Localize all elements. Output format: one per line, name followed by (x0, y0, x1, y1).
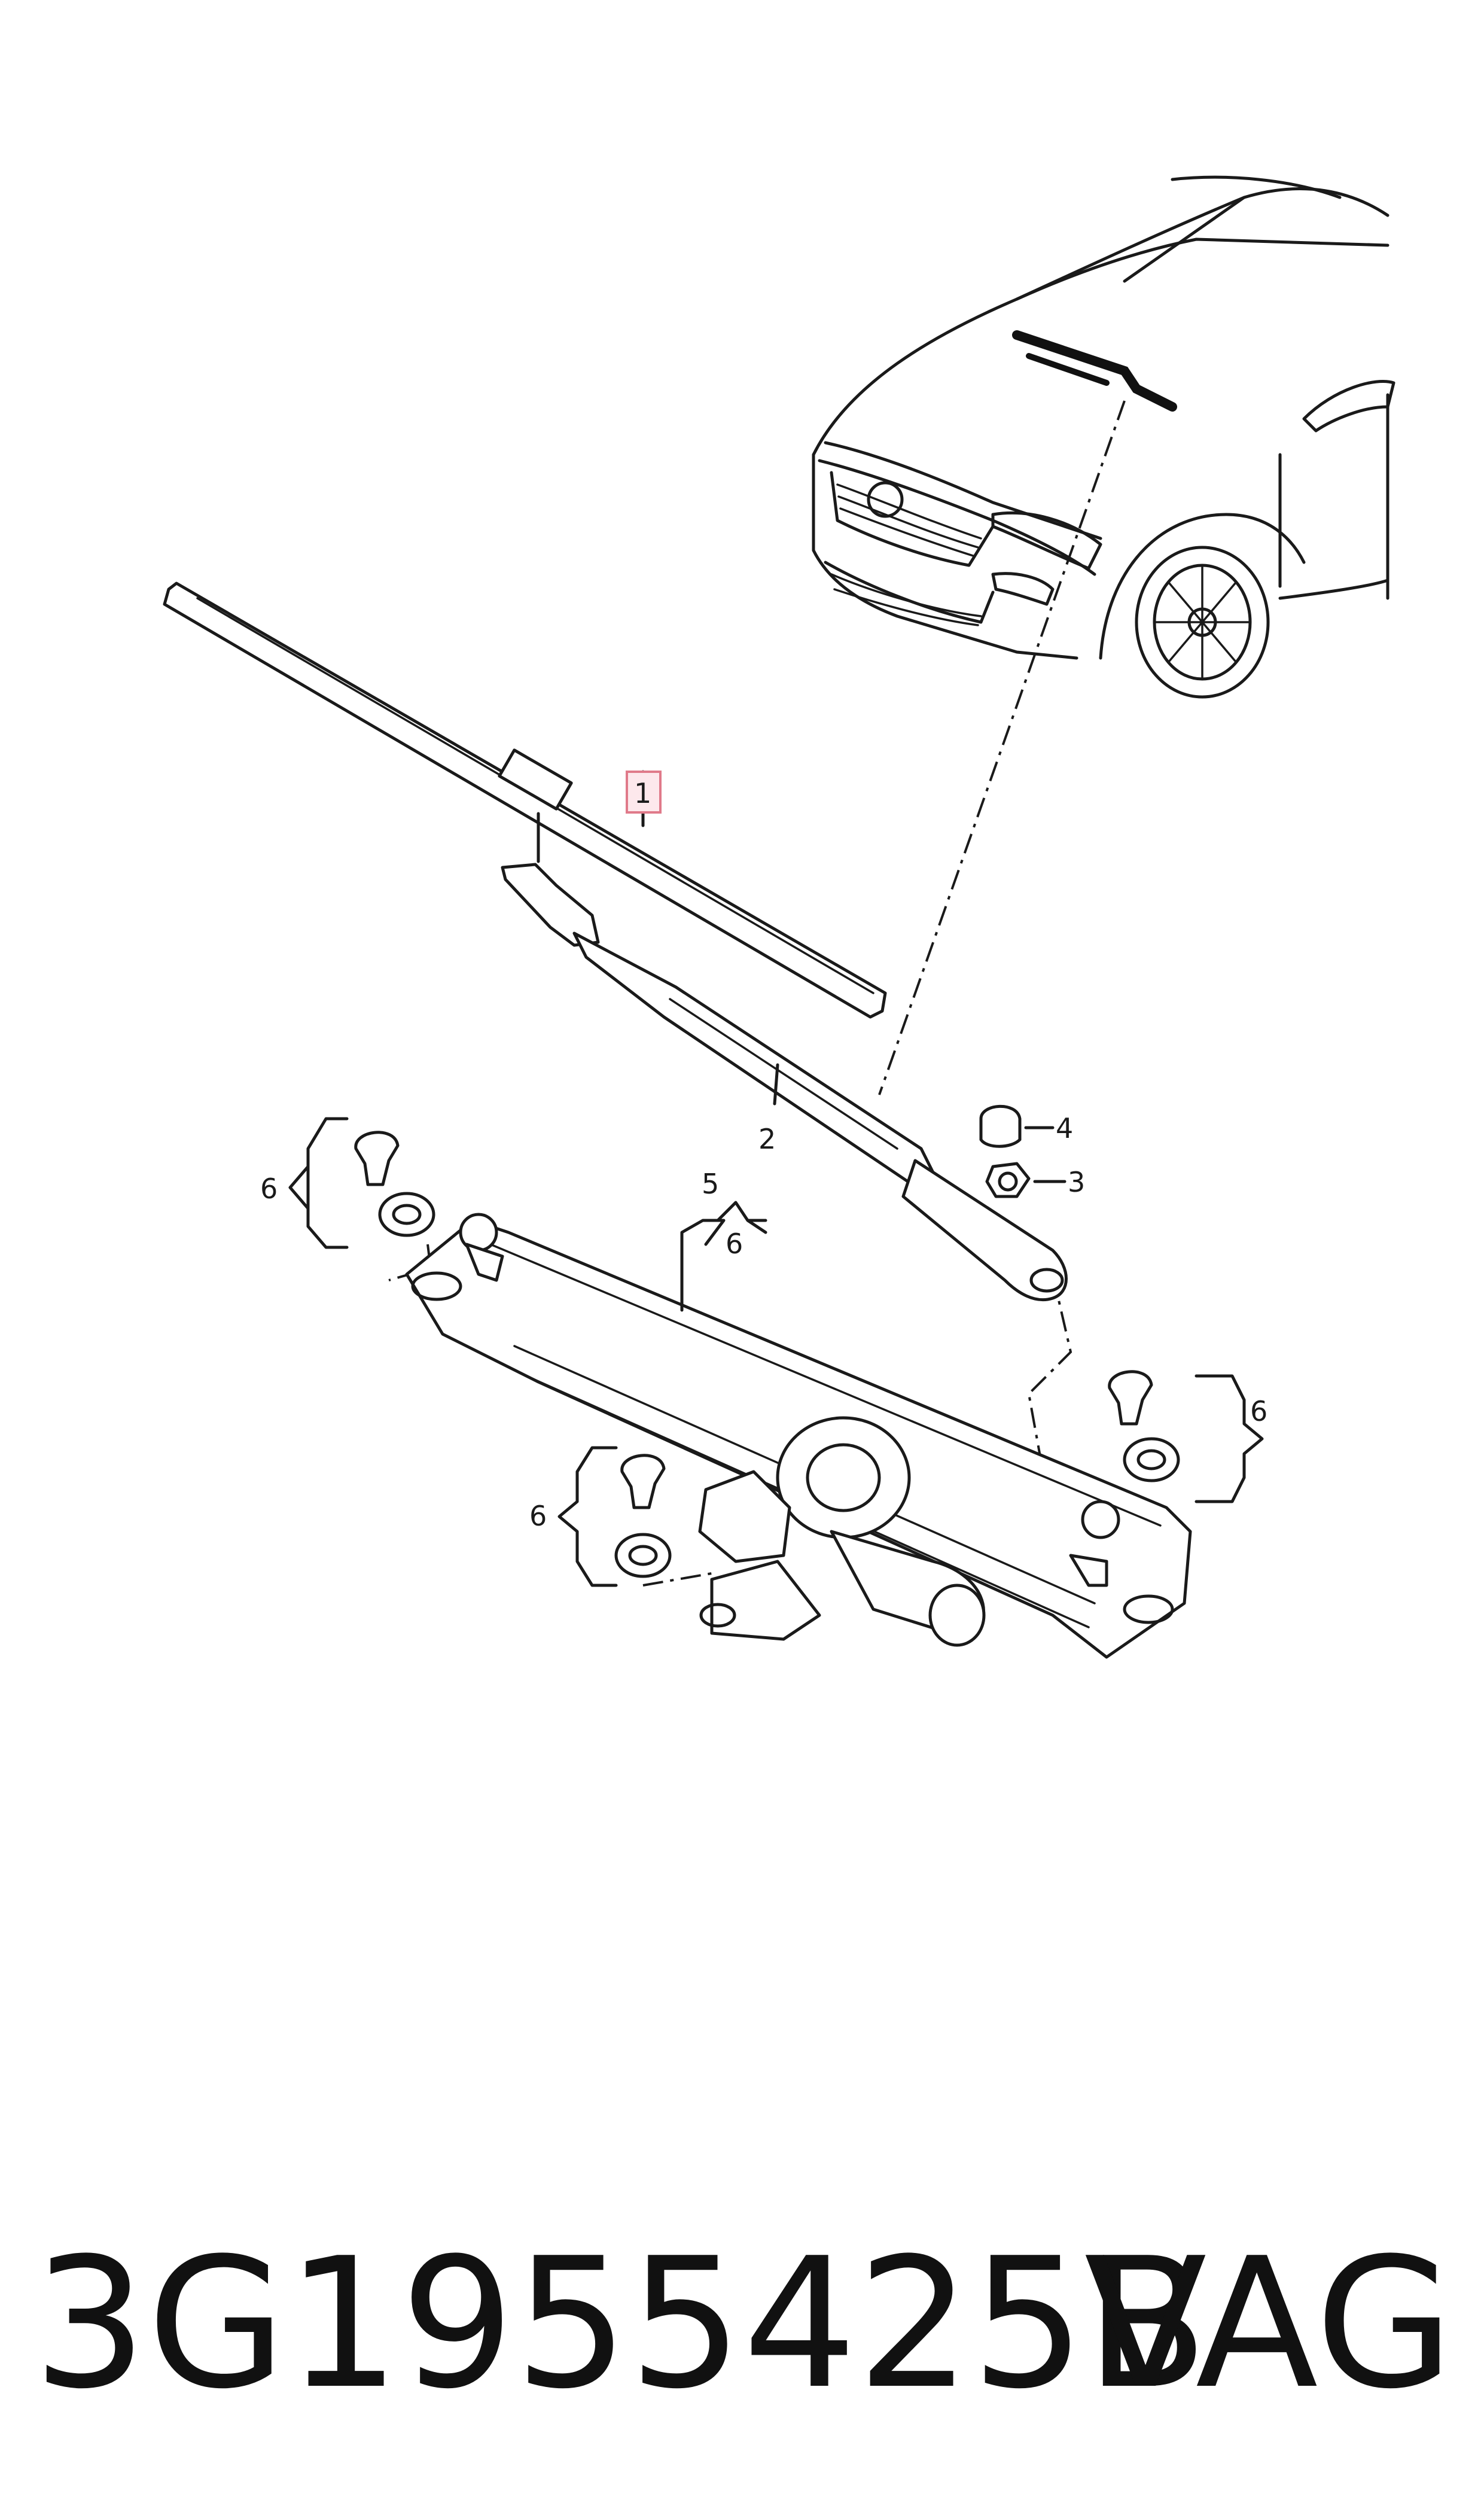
wiper-arm[interactable] (501, 863, 1068, 1302)
callout-6-top[interactable]: 6 (726, 1228, 743, 1260)
callout-6-left[interactable]: 6 (260, 1173, 278, 1205)
bushing-right[interactable] (1108, 1370, 1180, 1482)
leader-line (642, 1572, 712, 1587)
bracket-6-top-left (288, 1117, 349, 1249)
footer: 3G1955425B VAG (0, 2225, 1484, 2423)
wiper-arm-cap[interactable] (979, 1104, 1022, 1148)
callout-4[interactable]: 4 (1056, 1112, 1073, 1144)
leader-line (388, 1244, 432, 1281)
bracket-6-right (1194, 1374, 1264, 1503)
bracket-6-lower-left (557, 1446, 618, 1587)
brand-name: VAG (1084, 2219, 1454, 2428)
leader-line (878, 400, 1126, 1095)
callout-6-lower[interactable]: 6 (529, 1500, 547, 1532)
callout-3[interactable]: 3 (1068, 1166, 1085, 1198)
callout-2[interactable]: 2 (758, 1123, 776, 1155)
callout-6-right[interactable]: 6 (1250, 1395, 1267, 1427)
vehicle-illustration (812, 175, 1395, 699)
part-number: 3G1955425B (33, 2219, 1209, 2428)
leader-2 (773, 1063, 779, 1106)
bracket-5-6 (680, 1201, 767, 1312)
wiper-blade[interactable] (163, 581, 887, 1019)
wiper-nut[interactable] (985, 1162, 1031, 1198)
bushing-top-left[interactable] (354, 1131, 435, 1237)
callout-1-highlight (626, 771, 662, 814)
callout-5[interactable]: 5 (702, 1168, 719, 1200)
callout-1[interactable]: 1 (634, 777, 651, 809)
wiper-motor[interactable] (698, 1416, 986, 1647)
bushing-lower-left[interactable] (614, 1454, 672, 1578)
